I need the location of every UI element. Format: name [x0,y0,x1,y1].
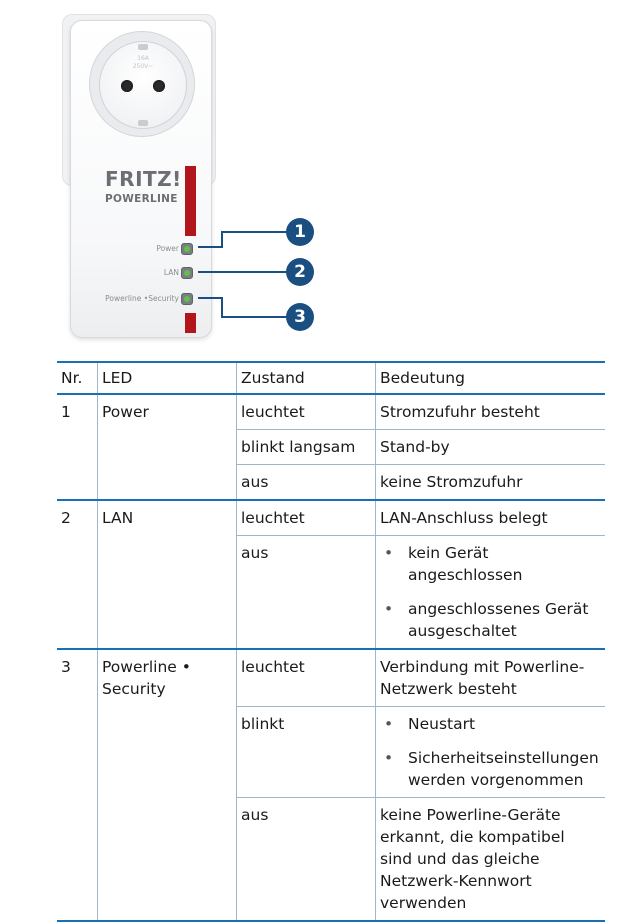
table-row: blinkt langsam Stand-by [57,429,605,465]
cell-zustand: leuchtet [236,649,376,707]
brand-logo: FRITZ! [105,167,182,191]
table-row: aus keine Stromzufuhr [57,464,605,500]
cell-led: LAN [97,500,237,649]
red-stripe-bottom [185,313,196,333]
led-lan-icon [181,267,193,279]
socket-spec-current: 16A [137,55,149,62]
socket-face: 16A 250V~ [99,41,187,129]
led-security-icon [181,293,193,305]
power-socket: 16A 250V~ [89,31,195,137]
list-item: Sicherheitseinstellungen werden vorgenom… [380,747,599,791]
cell-zustand: aus [236,797,376,921]
powerline-adapter: 16A 250V~ FRITZ! POWERLINE Power LAN Pow… [70,20,212,338]
led-status-table: Nr. LED Zustand Bedeutung 1 Power leucht… [57,361,605,922]
table-row: blinkt Neustart Sicherheitseinstellungen… [57,706,605,798]
socket-spec-voltage: 250V~ [132,63,154,70]
header-led: LED [97,362,237,394]
cell-zustand: blinkt [236,706,376,798]
cell-zustand: leuchtet [236,500,376,536]
socket-pin-right [153,80,165,92]
callout-line-3a [198,297,222,299]
red-stripe-top [185,166,196,236]
header-nr: Nr. [61,369,83,387]
cell-nr: 2 [61,509,71,527]
cell-led: Power [97,394,237,500]
bullet-list: Neustart Sicherheitseinstellungen werden… [380,713,599,791]
cell-nr: 1 [61,403,71,421]
cell-bedeutung: keine Stromzufuhr [375,464,605,500]
ground-contact-top [138,44,148,50]
device-illustration: 16A 250V~ FRITZ! POWERLINE Power LAN Pow… [0,0,623,350]
table-header-row: Nr. LED Zustand Bedeutung [57,362,605,394]
cell-led: Powerline • Security [97,649,237,921]
cell-zustand: blinkt langsam [236,429,376,465]
cell-bedeutung: Stand-by [375,429,605,465]
table-row: 2 LAN leuchtet LAN-Anschluss belegt [57,500,605,649]
list-item: Neustart [380,713,599,735]
cell-nr: 3 [61,658,71,676]
cell-bedeutung: keine Powerline-Geräte erkannt, die komp… [375,797,605,921]
callout-line-1c [221,231,287,233]
cell-bedeutung: Stromzufuhr besteht [375,394,605,430]
socket-pin-left [121,80,133,92]
cell-zustand: leuchtet [236,394,376,430]
cell-bedeutung: LAN-Anschluss belegt [375,500,605,536]
header-bedeutung: Bedeutung [375,362,605,394]
header-zustand: Zustand [236,362,376,394]
callout-line-3c [221,316,287,318]
callout-badge-1: 1 [286,218,314,246]
led-power-icon [181,243,193,255]
led-label-security: Powerline •Security [105,294,179,303]
callout-line-1b [221,231,223,248]
cell-bedeutung: kein Gerät angeschlossen angeschlossenes… [375,535,605,649]
table-row: aus kein Gerät angeschlossen angeschloss… [57,535,605,649]
ground-contact-bottom [138,120,148,126]
product-name: POWERLINE [105,193,178,205]
list-item: angeschlossenes Gerät ausgeschaltet [380,598,599,642]
cell-bedeutung: Verbindung mit Powerline-Netzwerk besteh… [375,649,605,707]
cell-zustand: aus [236,464,376,500]
bullet-list: kein Gerät angeschlossen angeschlossenes… [380,542,599,642]
led-label-power: Power [156,244,179,253]
table-row: 3 Powerline • Security leuchtet Verbindu… [57,649,605,921]
callout-line-3b [221,297,223,318]
list-item: kein Gerät angeschlossen [380,542,599,586]
table-row: 1 Power leuchtet Stromzufuhr besteht [57,394,605,500]
callout-badge-3: 3 [286,303,314,331]
led-label-lan: LAN [163,268,179,277]
callout-line-1a [198,246,222,248]
callout-badge-2: 2 [286,258,314,286]
cell-zustand: aus [236,535,376,649]
callout-line-2 [198,271,287,273]
cell-bedeutung: Neustart Sicherheitseinstellungen werden… [375,706,605,798]
